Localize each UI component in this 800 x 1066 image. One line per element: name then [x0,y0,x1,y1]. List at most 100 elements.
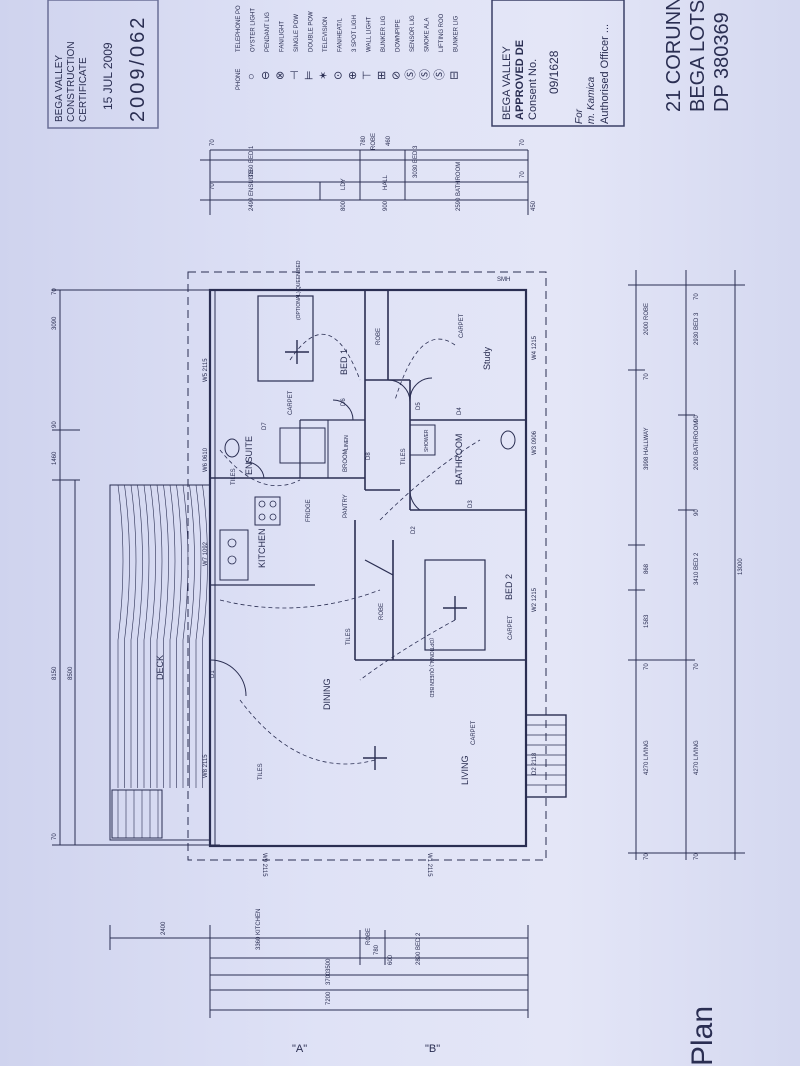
deck-board [169,484,176,788]
w3-label: W3 0906 [532,430,538,455]
stamp-text-1: BEGA VALLEY [54,55,65,122]
dim-70-r6: 70 [694,293,700,300]
legend-item: Ⓢ SMOKE ALA [419,18,432,80]
legend-symbol: ⊤ [362,70,374,80]
dim-70-d: 70 [520,171,526,178]
construction-stamp: BEGA VALLEY CONSTRUCTION CERTIFICATE 15 … [47,0,159,129]
approval-consent-no: 09/1628 [547,50,561,94]
legend-label: BUNKER LIG [454,15,460,52]
legend-item: ⊨DOUBLE POW [304,11,316,80]
approval-authorised: Authorised Officer ... [599,24,611,124]
plan-title: Plan 75 [686,1006,719,1066]
approval-for: For [574,108,585,124]
dim-b-living: 4270 LIVING [694,740,700,775]
d6-label: D6 [341,398,347,406]
legend-symbol: ⊙ [333,71,345,80]
address-line2: BEGA LOTS [687,0,709,112]
dim-90-r: 90 [694,415,700,422]
legend-symbol: PHONE [236,69,242,90]
room-bathroom: BATHROOM [454,434,464,485]
top-dimension-lines [200,149,529,215]
deck-board [163,484,169,788]
address-line3: DP 380369 [711,12,733,112]
dim-robe-b: ROBE [366,928,372,945]
legend-item: ⊗FAN/LIGHT [275,21,287,80]
stamp-text-2: CONSTRUCTION [66,41,77,122]
w5-label: W5 2115 [203,358,209,382]
fan-icon [363,746,387,770]
dim-3500: 3500 [326,958,332,972]
legend-item: ✶TELEVISION [318,17,330,80]
deck-board [189,484,195,788]
deck-board [156,484,163,788]
deck-board [143,484,150,788]
room-linen: LINEN [344,435,350,450]
floor-carpet-bed1: CARPET [288,390,294,415]
d3-label: D3 [468,500,474,508]
dim-hall: HALL [383,174,389,190]
dim-70-r4: 70 [644,853,650,860]
top-dimension-labels: 3360 BED 1 3030 BED 3 ROBE 2490 ENSUITE … [210,133,537,211]
dim-70-top: 70 [52,288,58,295]
dim-7200: 7200 [326,991,332,1005]
legend-symbol: Ⓢ [419,69,432,80]
w9-label: W9 2115 [261,853,267,877]
dim-800: 800 [341,200,347,211]
legend-item: ⊙ FAN/HEAT/L [333,17,345,80]
dim-a-hallway: 3998 HALLWAY [644,427,650,470]
legend-item: ⊕3 SPOT LIGH [347,15,359,80]
legend-symbol: ⊞ [376,71,388,80]
legend-symbol: Ⓢ [404,69,417,80]
room-bed1: BED 1 [339,349,349,375]
deck-board [124,484,130,788]
dim-bed3: 3030 BED 3 [413,145,419,178]
bed2-optional: (OPTIONAL) QUEEN BED [428,638,434,698]
room-labels: DINING LIVING KITCHEN ENSUITE BED 1 BED … [231,260,514,785]
room-robe: ROBE [376,328,382,345]
deck: DECK [109,484,211,841]
room-deck: DECK [155,655,165,680]
dim-900: 900 [383,200,389,211]
dim-70-a: 70 [210,139,216,146]
stamp-text-3: CERTIFICATE [78,57,89,122]
dim-a-1583: 1583 [644,614,650,628]
legend-label: PENDANT LIG [265,12,271,52]
legend-label: TELEPHONE PO [236,5,242,52]
dim-600-b: 600 [388,954,394,965]
legend-item: ⊘DOWNPIPE [391,19,403,80]
floor-tiles-ensuite: TILES [231,468,237,485]
dim-460: 460 [386,135,392,146]
ceiling-fan-icons [285,340,467,770]
dim-kitchen: 3360 KITCHEN [256,909,262,950]
dim-90-r2: 90 [694,509,700,516]
dim-70-bottom: 70 [52,833,58,840]
dim-1460: 1460 [52,451,58,465]
section-a: "A" [292,1043,307,1055]
w2-label: W2 1215 [532,587,538,612]
legend-item: ⊖PENDANT LIG [260,12,272,80]
dim-70-b: 70 [210,183,216,190]
legend-label: 3 SPOT LIGH [352,15,358,52]
legend-label: FAN/HEAT/L [338,17,344,52]
w7-label: W7 1092 [203,541,209,566]
dim-70-r5: 70 [694,853,700,860]
legend-label: DOWNPIPE [396,19,402,52]
floor-carpet-living: CARPET [471,720,477,745]
approval-line3: Consent No. [527,59,539,120]
d2-window-label: D2 2118 [532,752,538,775]
legend-symbol: ⊟ [449,71,461,80]
legend-symbol: ⊗ [275,71,287,80]
dim-bathroom: 2590 BATHROOM [456,162,462,211]
left-dim-string [52,289,220,846]
dim-70-r1: 70 [644,663,650,670]
plan-title-text: Plan [686,1006,719,1066]
fan-icon [285,340,309,364]
fan-icon [443,596,467,620]
dim-ensuite: 2490 ENSUITE [249,170,255,211]
deck-board [117,484,124,788]
legend-label: SMOKE ALA [425,18,431,52]
room-fridge: FRIDGE [306,499,312,522]
legend-symbol: ✶ [318,71,330,80]
